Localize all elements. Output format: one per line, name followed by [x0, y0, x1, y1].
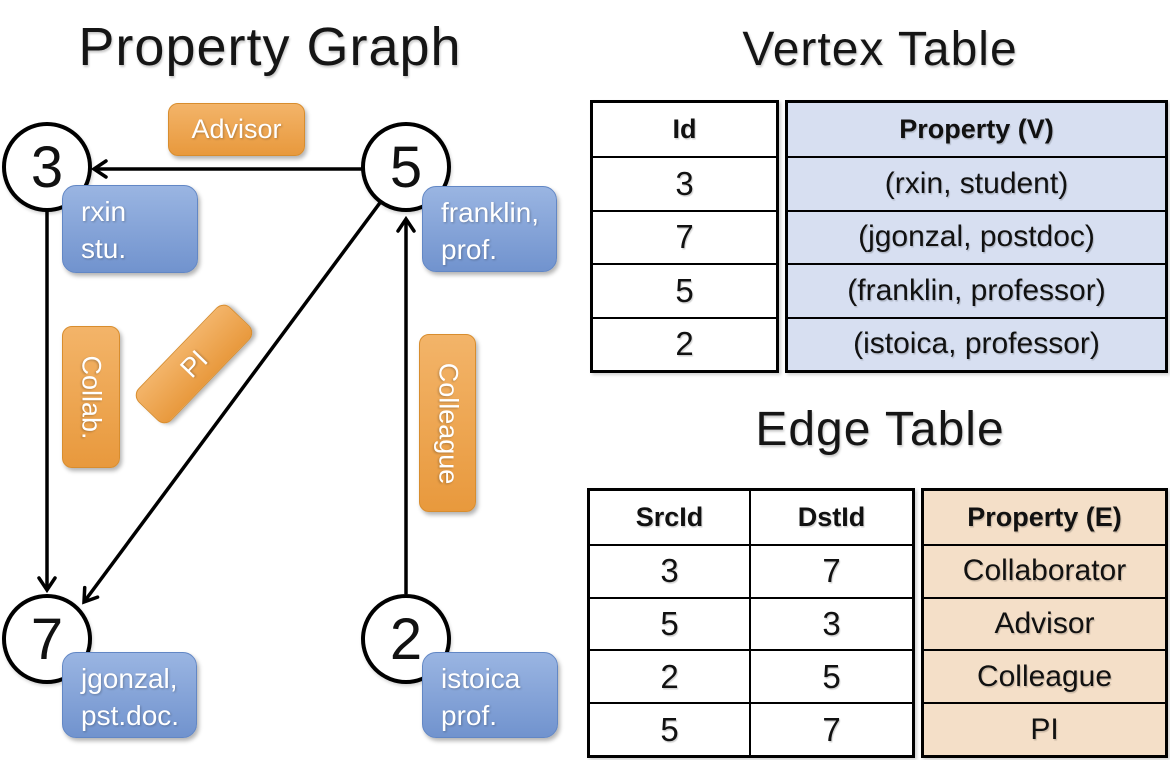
graph-node-5-id: 5	[389, 134, 423, 200]
edge-table-dst-row2: 3	[751, 596, 912, 650]
edge-table-property-column: Property (E) Collaborator Advisor Collea…	[921, 488, 1168, 758]
vertex-table-property-row1: (rxin, student)	[788, 156, 1165, 209]
edge-table-header-dstid: DstId	[797, 501, 866, 532]
edge-table-property-row2: Advisor	[924, 596, 1165, 650]
edge-table-property-row4: PI	[924, 702, 1165, 755]
graph-node-3: 3	[2, 122, 92, 212]
edge-table-id-columns: SrcId DstId 3 7 5 3 2 5 5 7	[587, 488, 915, 758]
vertex-table-property-column: Property (V) (rxin, student) (jgonzal, p…	[785, 100, 1168, 373]
edge-line-pi-5-to-7	[82, 198, 384, 605]
edge-table-src-row3: 2	[590, 649, 751, 703]
vertex-callout-jgonzal-line2: pst.doc.	[81, 700, 180, 731]
vertex-table-id-row3: 5	[593, 263, 776, 316]
vertex-callout-jgonzal: jgonzal, pst.doc.	[62, 652, 197, 738]
edge-table-property-row1: Collaborator	[924, 543, 1165, 597]
edge-label-colleague-text: Colleague	[433, 362, 463, 484]
edge-table-header-property: Property (E)	[967, 501, 1122, 532]
vertex-callout-rxin: rxin stu.	[62, 185, 198, 273]
edge-table-src-row2: 5	[590, 596, 751, 650]
vertex-callout-jgonzal-line1: jgonzal,	[81, 663, 178, 694]
vertex-callout-franklin-line1: franklin,	[441, 197, 540, 228]
edge-label-collab-text: Collab.	[76, 354, 107, 440]
vertex-callout-franklin: franklin, prof.	[422, 186, 557, 272]
vertex-callout-franklin-line2: prof.	[441, 234, 498, 265]
vertex-table-id-column: Id 3 7 5 2	[590, 100, 779, 373]
edge-label-advisor-text: Advisor	[191, 114, 282, 144]
edge-table-header-srcid: SrcId	[590, 491, 751, 544]
edge-label-pi-text: PI	[173, 344, 214, 384]
vertex-table-id-row4: 2	[593, 316, 776, 370]
property-graph-title: Property Graph	[78, 17, 462, 77]
edge-table-property-row3: Colleague	[924, 649, 1165, 702]
edge-table-src-row4: 5	[590, 702, 751, 755]
vertex-callout-istoica: istoica prof.	[422, 652, 558, 738]
edge-table-dst-row4: 7	[751, 702, 912, 755]
vertex-callout-rxin-line1: rxin	[81, 196, 127, 227]
edge-table-dst-row3: 5	[751, 649, 912, 702]
vertex-table-id-row1: 3	[593, 156, 776, 209]
vertex-table-property-row3: (franklin, professor)	[788, 263, 1165, 316]
edge-table-title: Edge Table	[755, 403, 1005, 456]
edge-table-src-row1: 3	[590, 543, 751, 597]
vertex-callout-rxin-line2: stu.	[81, 233, 127, 264]
vertex-callout-istoica-line1: istoica	[441, 663, 521, 694]
vertex-callout-istoica-line2: prof.	[441, 700, 498, 731]
vertex-table-id-row2: 7	[593, 209, 776, 263]
edge-label-advisor: Advisor	[168, 103, 305, 156]
vertex-table-header-id: Id	[672, 114, 697, 145]
vertex-table-property-row2: (jgonzal, postdoc)	[788, 209, 1165, 263]
edge-label-colleague: Colleague	[419, 334, 476, 512]
graph-node-2-id: 2	[389, 606, 423, 672]
graph-node-7-id: 7	[30, 606, 64, 672]
edge-table-dst-row1: 7	[751, 543, 912, 597]
vertex-table-title: Vertex Table	[742, 23, 1018, 76]
edge-label-collab: Collab.	[62, 326, 120, 468]
vertex-table-property-row4: (istoica, professor)	[788, 316, 1165, 370]
graph-node-3-id: 3	[30, 134, 64, 200]
vertex-table-header-property: Property (V)	[899, 114, 1054, 145]
